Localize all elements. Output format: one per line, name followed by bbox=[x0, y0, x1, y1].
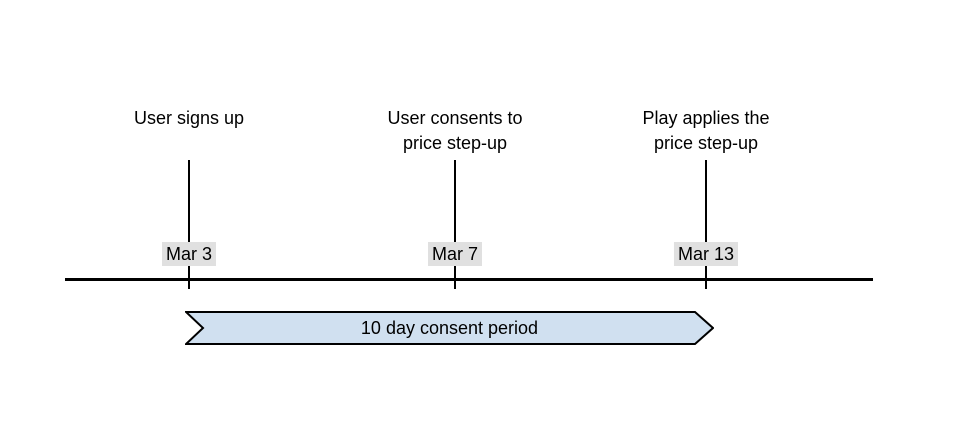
event-label-signup: User signs up bbox=[133, 108, 245, 128]
event-tick-step-up-applied bbox=[705, 160, 707, 289]
timeline-axis bbox=[65, 278, 873, 281]
event-date-signup: Mar 3 bbox=[161, 242, 217, 266]
event-label-step-up-applied: Play applies the price step-up bbox=[642, 108, 770, 153]
event-tick-consent bbox=[454, 160, 456, 289]
event-date-consent: Mar 7 bbox=[427, 242, 483, 266]
consent-period-banner-shape bbox=[185, 311, 714, 345]
event-tick-signup bbox=[188, 160, 190, 289]
consent-period-banner: 10 day consent period bbox=[185, 311, 714, 345]
event-label-consent: User consents to price step-up bbox=[387, 108, 523, 153]
consent-period-banner-polygon bbox=[185, 311, 714, 345]
event-date-step-up-applied: Mar 13 bbox=[673, 242, 739, 266]
